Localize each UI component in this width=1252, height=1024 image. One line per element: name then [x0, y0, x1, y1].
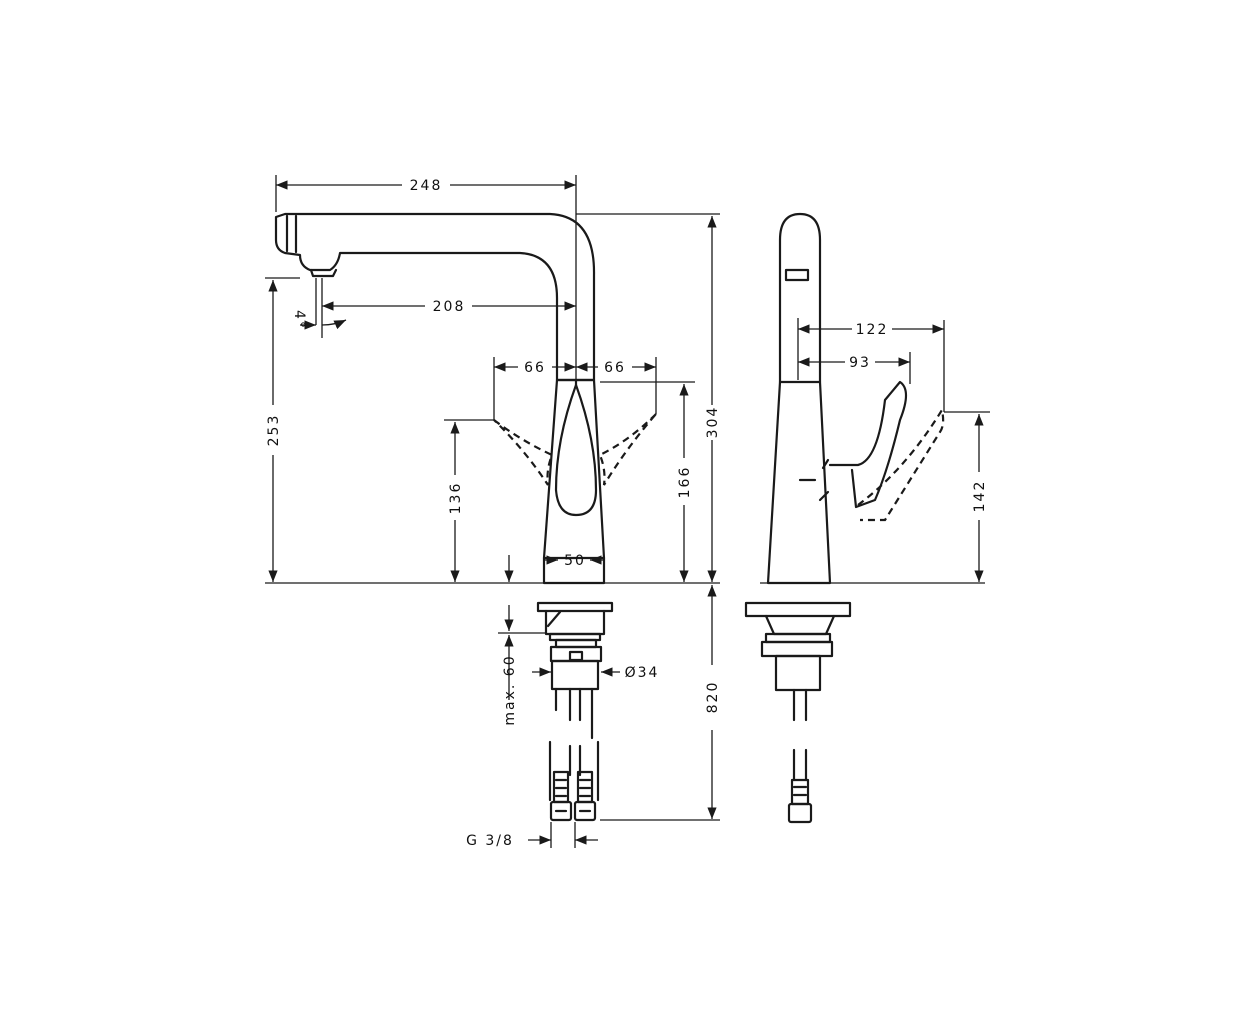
label-248: 248 [410, 178, 443, 194]
label-166: 166 [677, 466, 693, 499]
label-66-right: 66 [604, 360, 626, 376]
label-66-left: 66 [524, 360, 546, 376]
label-4-degree: 4° [291, 310, 307, 330]
lever-side [828, 380, 908, 509]
label-820: 820 [705, 681, 721, 714]
label-253: 253 [266, 414, 282, 447]
hoses-front [548, 687, 600, 822]
aerator [309, 268, 338, 278]
front-view [274, 212, 657, 822]
label-304: 304 [705, 406, 721, 439]
label-142: 142 [972, 480, 988, 513]
side-body [766, 212, 832, 585]
lever-front [554, 383, 598, 517]
label-122: 122 [856, 322, 889, 338]
dimension-labels: 248 208 4° 66 66 253 136 166 304 50 max.… [266, 178, 988, 849]
side-view [744, 212, 945, 824]
label-50: 50 [564, 553, 586, 569]
label-g-3-8: G 3/8 [466, 833, 514, 849]
label-93: 93 [849, 355, 871, 371]
spout-outline [274, 212, 596, 382]
label-diameter-34: Ø34 [625, 665, 660, 681]
label-208: 208 [433, 299, 466, 315]
lever-swing-right [598, 413, 657, 486]
label-136: 136 [448, 482, 464, 515]
lever-swing-left [493, 419, 554, 486]
label-max-60: max. 60 [502, 654, 518, 725]
lever-side-swing [857, 407, 945, 522]
side-spout-tip [784, 268, 810, 282]
dimension-lines [265, 175, 990, 848]
